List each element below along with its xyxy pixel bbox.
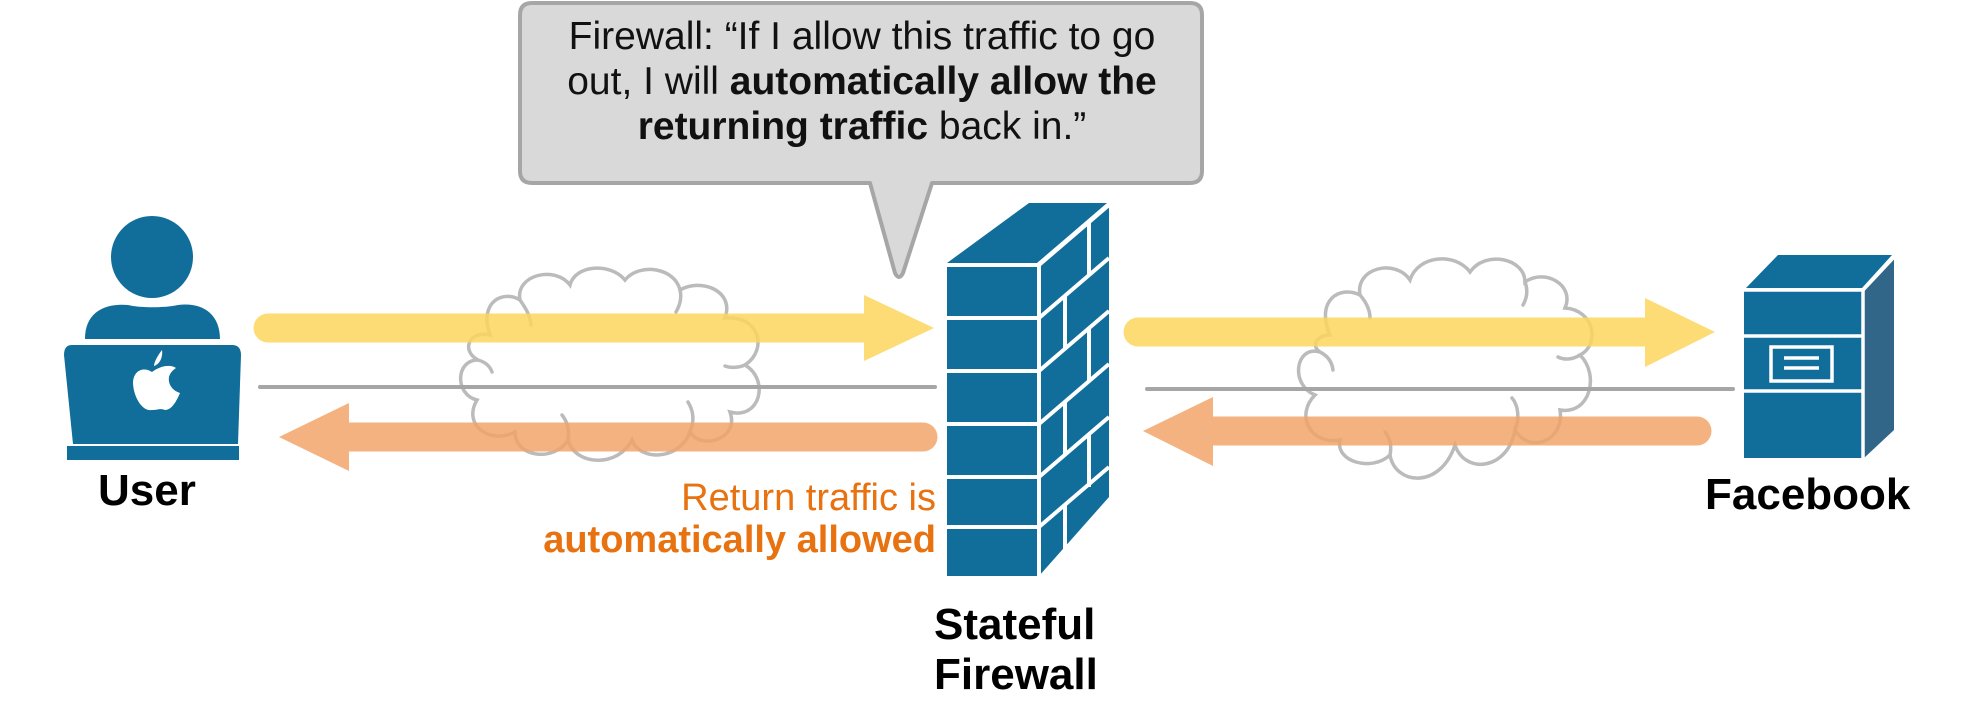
firewall-top	[947, 203, 1107, 263]
speech-bubble	[518, 1, 1204, 279]
outbound-arrow-right-segment	[1123, 298, 1715, 367]
link-lines	[258, 385, 1735, 391]
user-laptop-icon	[64, 216, 241, 460]
apple-logo-icon	[133, 350, 180, 411]
return-traffic-annotation: Return traffic is automatically allowed	[543, 477, 936, 561]
bubble-line-1: Firewall: “If I allow this traffic to go	[568, 15, 1156, 58]
annotation-line-1: Return traffic is	[681, 477, 936, 519]
bubble-line-3-bold: returning traffic	[637, 105, 929, 148]
flow-arrows	[253, 295, 1715, 471]
annotation-line-2: automatically allowed	[543, 519, 936, 561]
firewall-front	[947, 265, 1037, 576]
bubble-line-2-normal: out, I will	[567, 60, 730, 103]
server-tower-icon	[1744, 255, 1896, 458]
bubble-line-2-bold: automatically allow the	[729, 60, 1157, 103]
server-side	[1864, 257, 1894, 458]
bubble-line-2: out, I will automatically allow the	[522, 59, 1202, 104]
bubble-line-3: returning traffic back in.”	[522, 104, 1202, 149]
annotation-line-2-bold: automatically allowed	[543, 519, 936, 561]
user-label: User	[98, 466, 196, 515]
brick-firewall-icon	[947, 203, 1111, 576]
server-front	[1744, 290, 1862, 458]
outbound-arrow-left-segment	[253, 295, 934, 361]
return-arrow-left-segment	[279, 403, 938, 471]
firewall-label-line-1: Stateful	[934, 600, 1096, 649]
facebook-label: Facebook	[1705, 470, 1911, 519]
server-top	[1746, 255, 1892, 288]
speech-bubble-text: Firewall: “If I allow this traffic to go…	[522, 14, 1202, 149]
user-head	[111, 216, 193, 298]
bubble-line-3-normal: back in.”	[928, 105, 1087, 148]
server-drive-bay	[1769, 345, 1834, 383]
firewall-label: Stateful Firewall	[934, 600, 1098, 700]
return-arrow-right-segment	[1143, 397, 1712, 466]
user-shoulders	[85, 304, 220, 339]
laptop-base	[67, 446, 239, 460]
firewall-label-line-2: Firewall	[934, 650, 1098, 699]
